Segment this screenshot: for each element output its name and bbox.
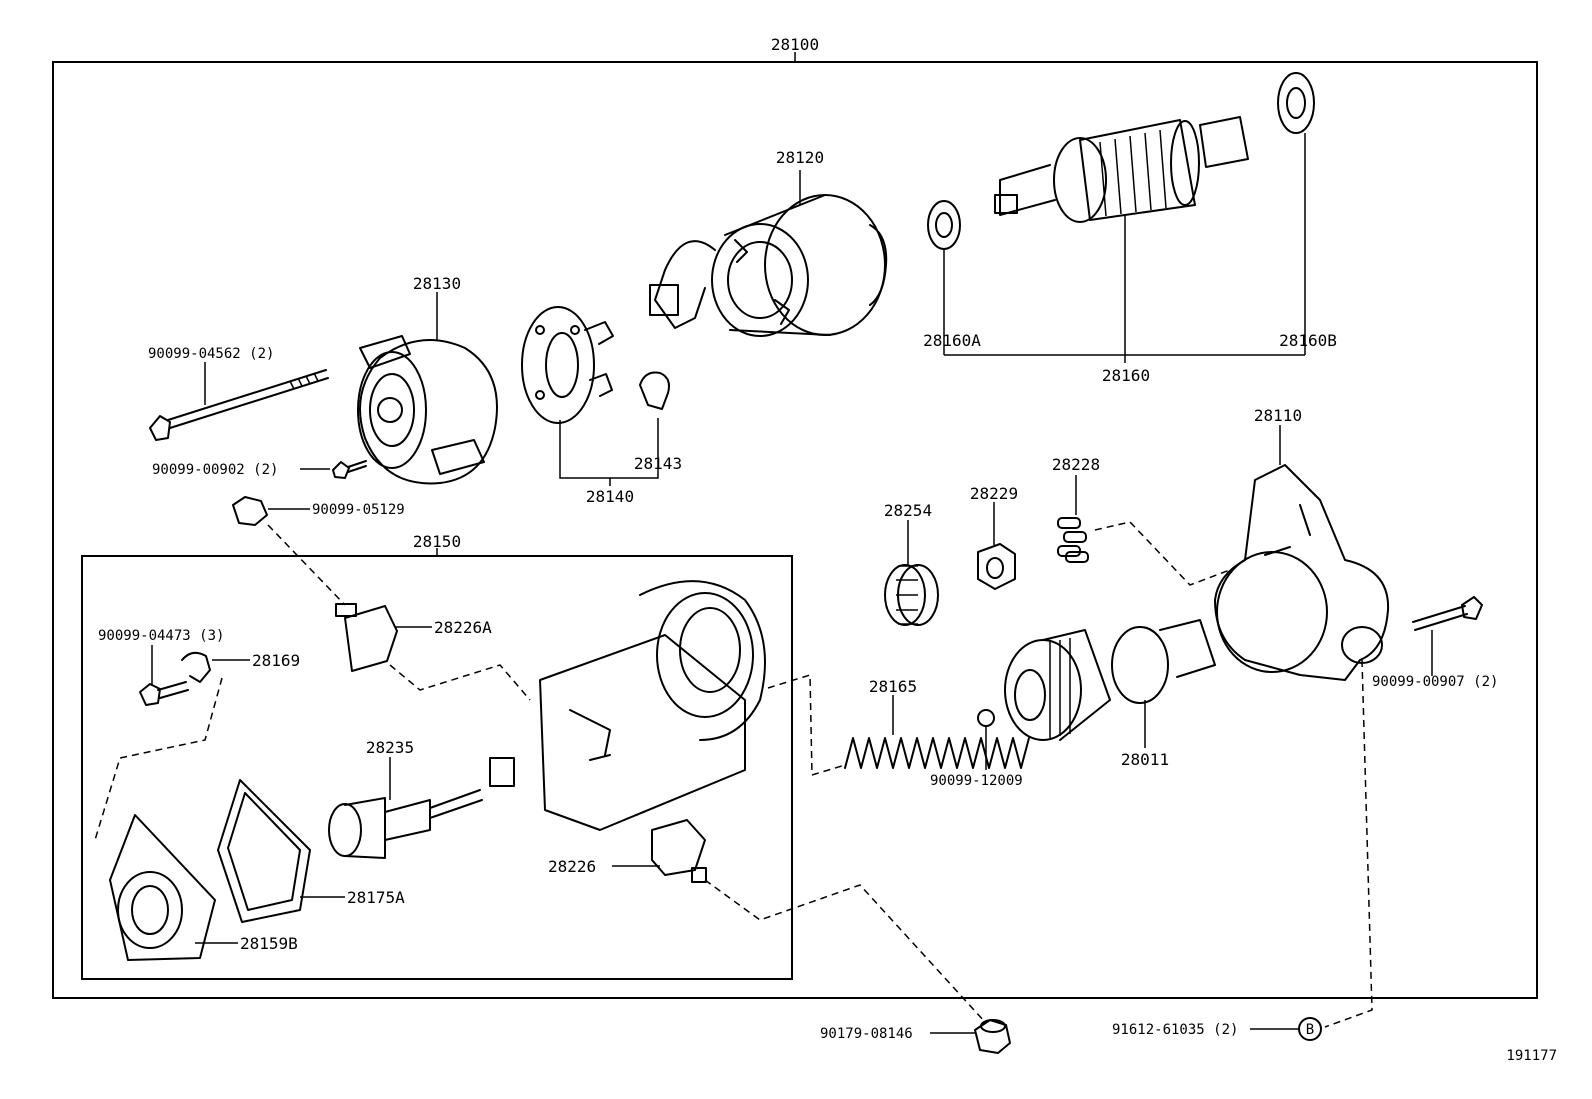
label-28140: 28140 (586, 487, 634, 506)
label-28175A: 28175A (347, 888, 405, 907)
label-28169: 28169 (252, 651, 300, 670)
part-28110-drive-housing (1214, 464, 1390, 681)
label-90099-04562: 90099-04562 (2) (148, 346, 274, 362)
label-28254: 28254 (884, 501, 932, 520)
bolt-90099-04562 (149, 369, 329, 441)
part-28160A-bearing (927, 200, 961, 250)
callout-b-marker: B (1298, 1017, 1322, 1041)
label-28226: 28226 (548, 857, 596, 876)
label-28226A: 28226A (434, 618, 492, 637)
part-28160B-bearing (1277, 72, 1315, 134)
label-28130: 28130 (413, 274, 461, 293)
part-28228-rollers (1057, 517, 1089, 563)
label-28120: 28120 (776, 148, 824, 167)
part-28165-spring (844, 737, 1030, 769)
dashed-link-clip-cover (94, 677, 223, 841)
part-28011-starter-clutch (1004, 619, 1216, 741)
label-90099-05129: 90099-05129 (312, 502, 405, 518)
part-28160-armature (994, 116, 1249, 223)
part-28175A-gasket (217, 779, 311, 923)
label-28235: 28235 (366, 738, 414, 757)
dashed-link-terminal-switch (389, 664, 531, 701)
subassembly-label: 28150 (413, 532, 461, 551)
part-28235-plunger (328, 789, 483, 859)
label-28143: 28143 (634, 454, 682, 473)
label-28160B: 28160B (1279, 331, 1337, 350)
dashed-link-terminal-nut (704, 879, 986, 1023)
label-28228: 28228 (1052, 455, 1100, 474)
assembly-label: 28100 (771, 35, 819, 54)
label-28110: 28110 (1254, 406, 1302, 425)
dashed-link-rollers-housing (1094, 521, 1236, 586)
label-28160A: 28160A (923, 331, 981, 350)
nut-90179-08146 (974, 1019, 1011, 1054)
label-90099-04473: 90099-04473 (3) (98, 628, 224, 644)
part-28150-magnet-switch (489, 580, 766, 831)
part-28120-field-yoke (649, 194, 888, 337)
label-28011: 28011 (1121, 750, 1169, 769)
label-28229: 28229 (970, 484, 1018, 503)
callout-b-letter: B (1306, 1022, 1314, 1038)
part-28143-brush-spring (639, 371, 670, 410)
part-28226-terminal (651, 819, 707, 883)
label-28159B: 28159B (240, 934, 298, 953)
label-91612-61035: 91612-61035 (2) (1112, 1022, 1238, 1038)
part-28226A-terminal (335, 603, 398, 672)
label-90099-12009: 90099-12009 (930, 773, 1023, 789)
label-90179-08146: 90179-08146 (820, 1026, 913, 1042)
assembly-frame (52, 61, 1538, 999)
part-28140-brush-holder (521, 306, 614, 424)
dashed-link-nut-terminal (267, 524, 346, 606)
reference-code: 191177 (1506, 1048, 1557, 1064)
bolt-90099-00907 (1412, 596, 1483, 631)
dashed-link-switch-spring (767, 673, 846, 777)
bolt-90099-04473 (139, 681, 189, 706)
nut-90099-05129 (232, 496, 268, 526)
label-90099-00902: 90099-00902 (2) (152, 462, 278, 478)
dashed-link-housing-bolt (1324, 659, 1373, 1028)
screw-90099-00902 (332, 460, 367, 479)
label-28160: 28160 (1102, 366, 1150, 385)
label-90099-00907: 90099-00907 (2) (1372, 674, 1498, 690)
part-28254-idler-gear (884, 564, 939, 626)
part-28169-clip (181, 651, 211, 683)
ball-90099-12009 (977, 709, 995, 727)
part-28229-retainer (977, 543, 1016, 590)
part-28159B-cover (109, 814, 216, 961)
label-28165: 28165 (869, 677, 917, 696)
part-28130-end-frame (357, 335, 498, 485)
